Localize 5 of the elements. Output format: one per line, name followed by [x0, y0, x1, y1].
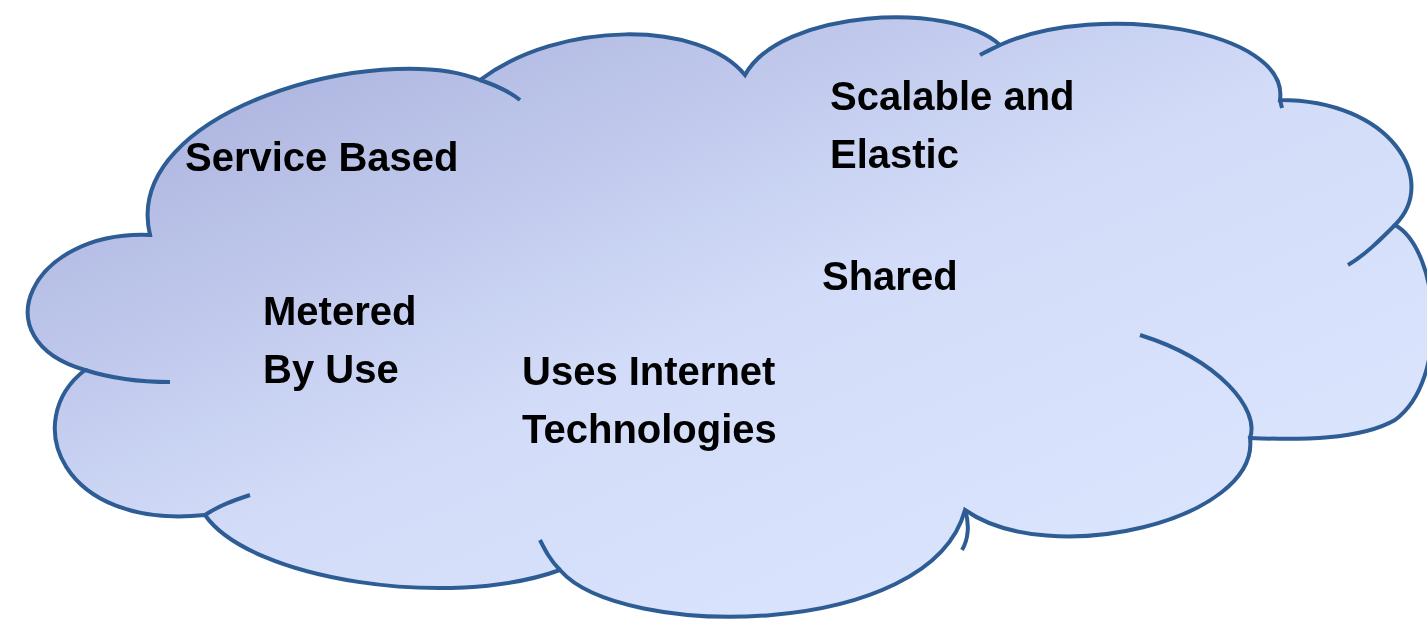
- cloud-label: Shared: [822, 253, 959, 300]
- cloud-label: Scalable and Elastic: [830, 73, 1076, 178]
- cloud-label: Service Based: [185, 134, 460, 181]
- cloud-label: Uses Internet Technologies: [522, 348, 778, 453]
- cloud-label: Metered By Use: [263, 288, 418, 393]
